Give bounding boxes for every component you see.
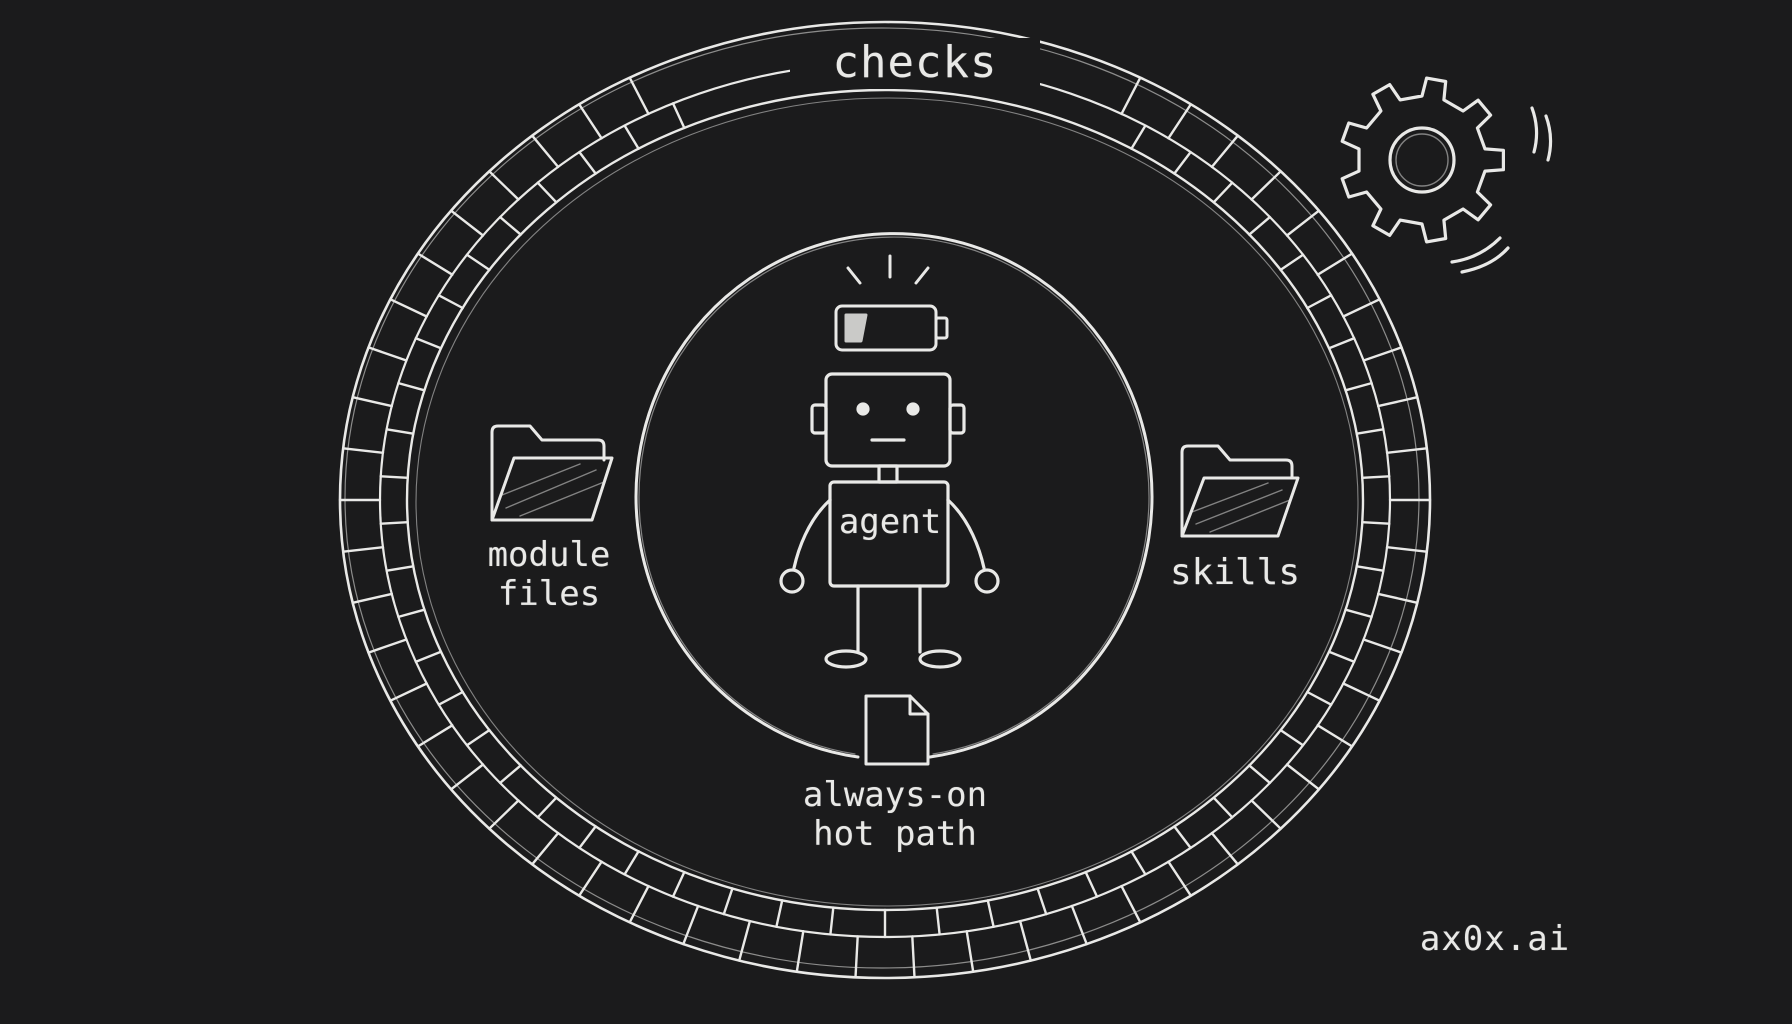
brick-joints [338,76,1432,979]
agent-label: agent [838,502,942,542]
robot-agent-figure [779,372,1000,669]
hot-path-label: always-on hot path [802,775,988,855]
outer-wall-ring [338,20,1432,980]
core-circle [634,232,1154,759]
document-icon [864,694,930,766]
module-files-label: module files [487,535,611,615]
skills-label: skills [1169,552,1301,593]
outer-ring-label: checks [790,37,1040,89]
battery-low-icon [834,254,949,352]
folder-icon [490,424,614,522]
folder-icon [1180,444,1300,538]
gear-icon [1340,76,1553,274]
watermark-label: ax0x.ai [1419,919,1571,959]
